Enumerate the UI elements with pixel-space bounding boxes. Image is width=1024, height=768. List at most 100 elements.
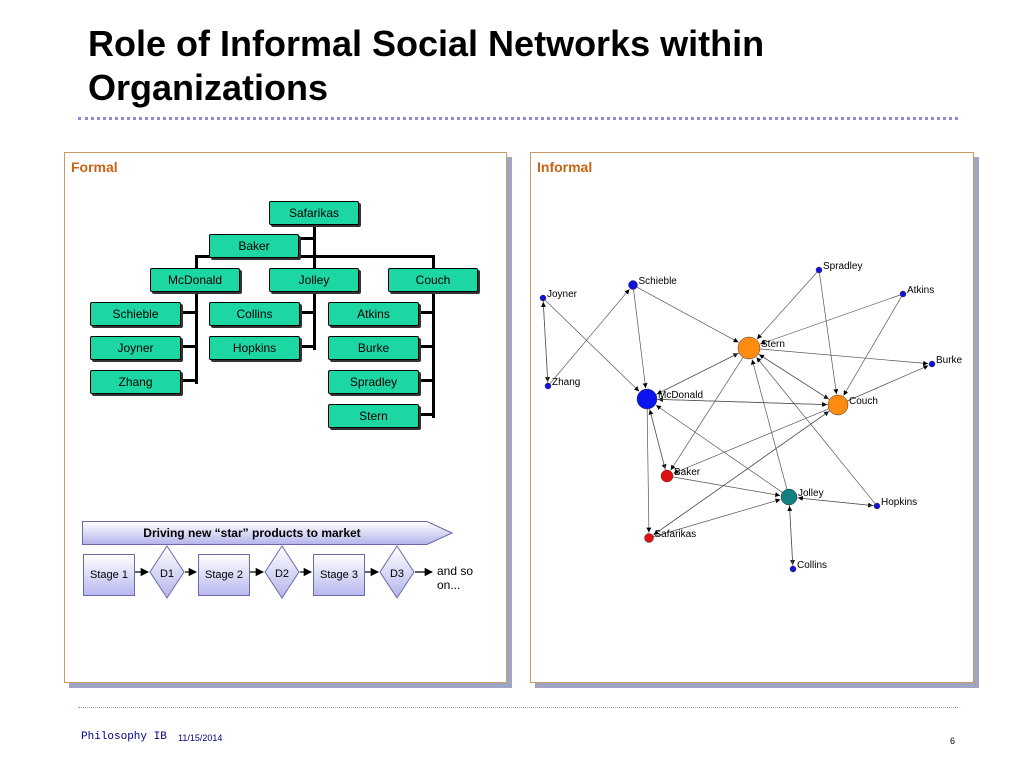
network-edge <box>673 408 829 474</box>
connector <box>419 311 435 314</box>
org-box-staff: Zhang <box>90 370 181 394</box>
network-edge <box>758 354 830 400</box>
network-node-label: Atkins <box>907 285 934 296</box>
connector <box>195 255 198 269</box>
network-node-joyner <box>539 294 547 302</box>
network-edge <box>847 365 929 402</box>
network-edge <box>670 357 744 471</box>
org-box-staff: Hopkins <box>209 336 300 360</box>
network-node-burke <box>928 360 936 368</box>
decision-gate: D2 <box>274 568 290 580</box>
decision-gate: D1 <box>159 568 175 580</box>
network-node-label: Couch <box>849 396 878 407</box>
decision-gate: D3 <box>389 568 405 580</box>
process-continuation: and so on... <box>437 564 474 592</box>
network-edge <box>633 289 648 389</box>
network-node-jolley <box>780 488 798 506</box>
network-node-collins <box>789 565 797 573</box>
network-edge <box>656 398 828 407</box>
connector <box>299 237 315 240</box>
org-box-manager: Jolley <box>269 268 359 292</box>
formal-label: Formal <box>71 159 118 175</box>
connector <box>181 379 198 382</box>
network-edge <box>653 498 781 538</box>
network-node-stern <box>737 336 761 360</box>
org-box-staff: Schieble <box>90 302 181 326</box>
network-edges <box>541 271 929 567</box>
network-edge <box>797 495 875 507</box>
connector <box>181 345 198 348</box>
banner-arrow-shape <box>82 521 453 545</box>
network-node-safarikas <box>644 533 654 543</box>
connector <box>313 291 316 350</box>
network-node-label: Zhang <box>552 377 580 388</box>
network-node-label: Hopkins <box>881 497 917 508</box>
org-box-ceo: Safarikas <box>269 201 359 225</box>
network-node-spradley <box>815 266 823 274</box>
network-edge <box>843 296 902 396</box>
process-flow-connectors <box>135 545 434 599</box>
org-box-staff: Burke <box>328 336 419 360</box>
org-box-staff: Stern <box>328 404 419 428</box>
network-edge <box>541 301 549 384</box>
network-edge <box>760 294 901 345</box>
page-number: 6 <box>950 736 956 746</box>
network-edge <box>636 286 739 343</box>
network-node-atkins <box>899 290 907 298</box>
org-box-staff: Joyner <box>90 336 181 360</box>
network-node-label: Stern <box>761 339 785 350</box>
connector <box>300 345 316 348</box>
process-banner: Driving new “star” products to market <box>82 521 453 545</box>
connector <box>419 413 435 416</box>
network-node-label: Safarikas <box>655 529 697 540</box>
network-edge <box>751 359 788 490</box>
network-edge <box>646 408 652 533</box>
banner-text: Driving new “star” products to market <box>143 526 361 540</box>
footer-label: Philosophy IB <box>81 731 167 743</box>
network-node-label: Burke <box>936 355 963 366</box>
connector <box>313 225 316 257</box>
network-edge <box>759 348 929 366</box>
network-edge <box>819 272 839 395</box>
org-box-staff: Atkins <box>328 302 419 326</box>
network-edge <box>672 476 781 498</box>
network-node-zhang <box>544 382 552 390</box>
footer-date: 11/15/2014 <box>178 733 223 743</box>
connector <box>419 345 435 348</box>
network-edge <box>756 357 876 504</box>
network-edge <box>655 404 783 493</box>
network-node-mcdonald <box>636 388 658 410</box>
network-edge <box>653 410 831 536</box>
footer-divider <box>78 707 958 708</box>
connector <box>419 379 435 382</box>
network-edge <box>549 288 630 384</box>
process-stage: Stage 2 <box>198 554 250 596</box>
org-box-assistant: Baker <box>209 234 299 258</box>
org-box-staff: Collins <box>209 302 300 326</box>
network-node-label: Joyner <box>547 289 578 300</box>
connector <box>313 255 316 269</box>
network-node-label: Schieble <box>639 276 678 287</box>
network-node-label: Jolley <box>798 488 824 499</box>
connector <box>432 291 435 418</box>
network-node-baker <box>660 469 674 483</box>
network-edge <box>756 271 818 340</box>
network-node-schieble <box>628 280 638 290</box>
formal-panel: Formal Safarikas Baker McDonald Jolley C… <box>64 152 507 683</box>
title-divider <box>78 117 958 120</box>
process-stage: Stage 3 <box>313 554 365 596</box>
connector <box>300 311 316 314</box>
org-box-staff: Spradley <box>328 370 419 394</box>
slide-title: Role of Informal Social Networks within … <box>88 23 765 108</box>
network-edge <box>544 299 640 392</box>
network-node-couch <box>827 394 849 416</box>
network-edge <box>656 352 740 395</box>
network-node-label: Spradley <box>823 261 862 272</box>
connector <box>432 255 435 269</box>
network-edge <box>787 505 794 567</box>
connector <box>195 291 198 384</box>
network-node-label: Baker <box>674 467 701 478</box>
